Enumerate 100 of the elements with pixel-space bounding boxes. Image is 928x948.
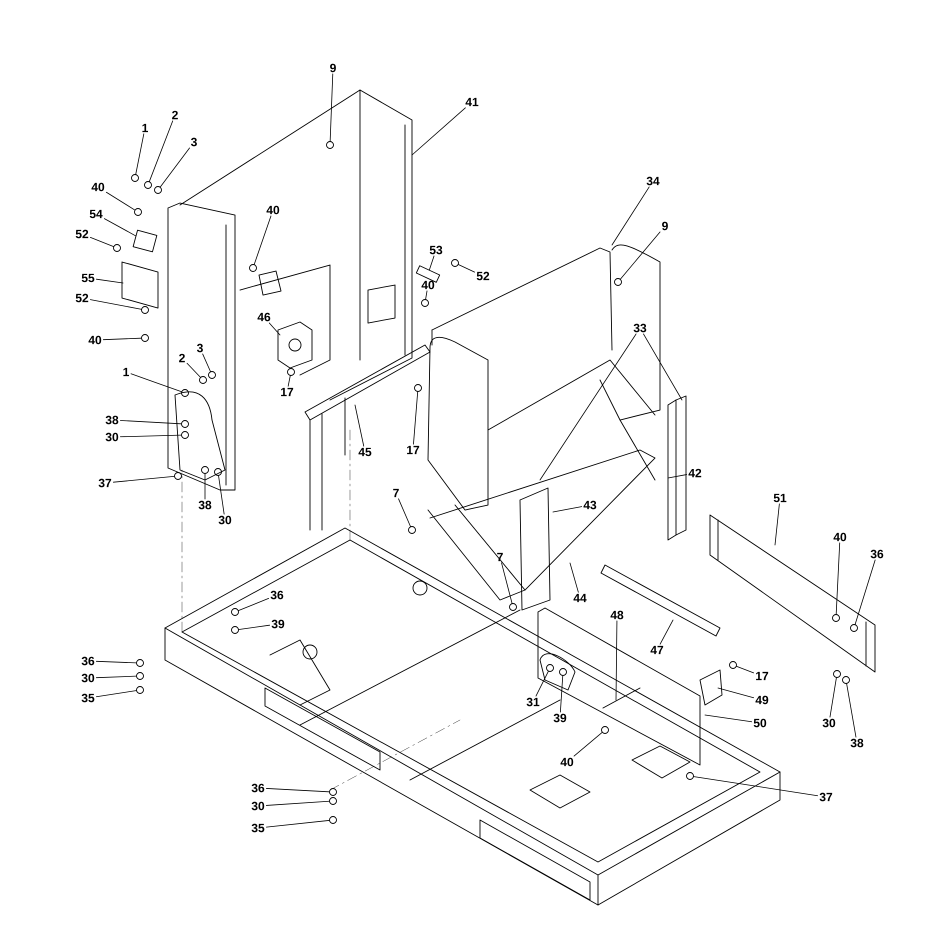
callout-number: 47 bbox=[650, 646, 664, 654]
callout-number: 30 bbox=[218, 516, 232, 524]
callout-number: 35 bbox=[252, 824, 264, 832]
fastener bbox=[136, 659, 144, 667]
leader-line bbox=[288, 375, 291, 387]
leader-line bbox=[102, 338, 142, 340]
callout-number: 31 bbox=[526, 698, 540, 706]
leader-line bbox=[429, 256, 434, 270]
fastener bbox=[451, 259, 459, 267]
fastener bbox=[136, 686, 144, 694]
callout-number: 9 bbox=[662, 222, 668, 230]
callout-number: 40 bbox=[422, 280, 434, 290]
callout-number: 7 bbox=[497, 552, 503, 562]
leader-line bbox=[135, 133, 144, 175]
leader-line bbox=[718, 688, 754, 698]
callout-number: 41 bbox=[466, 98, 478, 106]
fastener bbox=[144, 181, 152, 189]
leader-line bbox=[612, 186, 650, 246]
leader-line bbox=[90, 299, 142, 310]
fastener bbox=[214, 468, 222, 476]
leader-line bbox=[643, 334, 682, 400]
leader-line bbox=[202, 354, 211, 372]
leader-line bbox=[694, 776, 818, 796]
leader-line bbox=[425, 290, 428, 300]
leader-line bbox=[238, 624, 270, 630]
leader-line bbox=[412, 107, 466, 156]
callout-number: 35 bbox=[82, 694, 94, 702]
callout-number: 38 bbox=[198, 500, 212, 510]
fastener bbox=[329, 788, 337, 796]
leader-line bbox=[104, 218, 136, 236]
fastener bbox=[614, 278, 622, 286]
fastener bbox=[559, 668, 567, 676]
fastener bbox=[601, 726, 609, 734]
bracket-plate bbox=[132, 230, 158, 252]
fastener bbox=[326, 141, 334, 149]
leader-line bbox=[266, 800, 330, 806]
fastener bbox=[199, 376, 207, 384]
leader-line bbox=[536, 671, 549, 696]
leader-line bbox=[96, 278, 124, 284]
callout-number: 37 bbox=[820, 792, 832, 802]
leader-line bbox=[90, 236, 114, 247]
fastener bbox=[421, 299, 429, 307]
leader-line bbox=[570, 562, 579, 593]
leader-line bbox=[574, 732, 602, 756]
leader-line bbox=[552, 506, 582, 512]
fastener bbox=[408, 526, 416, 534]
callout-number: 30 bbox=[82, 674, 94, 682]
callout-number: 2 bbox=[179, 354, 185, 362]
leader-line bbox=[836, 542, 840, 614]
leader-line bbox=[854, 560, 876, 625]
callout-number: 1 bbox=[142, 124, 148, 132]
leader-line bbox=[120, 434, 182, 438]
callout-number: 17 bbox=[407, 446, 420, 454]
leader-line bbox=[774, 504, 780, 546]
leader-line bbox=[736, 666, 754, 674]
leader-line bbox=[186, 362, 201, 378]
leader-line bbox=[620, 232, 660, 280]
callout-number: 34 bbox=[646, 176, 660, 186]
callout-number: 37 bbox=[98, 478, 112, 488]
callout-number: 36 bbox=[270, 590, 284, 600]
leader-line bbox=[354, 404, 364, 447]
leader-line bbox=[96, 690, 136, 698]
leader-line bbox=[96, 676, 136, 678]
fastener bbox=[131, 174, 139, 182]
leader-line bbox=[120, 420, 182, 424]
leader-line bbox=[204, 474, 206, 500]
callout-number: 43 bbox=[584, 500, 596, 510]
leader-line bbox=[398, 498, 411, 527]
leader-line bbox=[846, 684, 856, 738]
leader-line bbox=[238, 598, 270, 611]
fastener bbox=[842, 676, 850, 684]
callout-number: 2 bbox=[172, 110, 178, 120]
fastener bbox=[231, 608, 239, 616]
callout-number: 9 bbox=[330, 64, 336, 72]
fastener bbox=[141, 334, 149, 342]
fastener bbox=[850, 624, 858, 632]
leader-line bbox=[413, 392, 418, 445]
fastener bbox=[141, 306, 149, 314]
leader-line bbox=[501, 562, 512, 604]
callout-number: 42 bbox=[688, 468, 702, 478]
leader-line bbox=[149, 120, 174, 182]
leader-line bbox=[330, 74, 334, 142]
fastener bbox=[546, 664, 554, 672]
fastener bbox=[154, 186, 162, 194]
fastener bbox=[231, 626, 239, 634]
leader-line bbox=[112, 476, 174, 483]
callout-number: 30 bbox=[822, 718, 836, 728]
callout-number: 40 bbox=[88, 336, 102, 344]
callout-number: 36 bbox=[870, 550, 884, 558]
leader-line bbox=[130, 373, 182, 392]
leader-line bbox=[266, 820, 330, 828]
leader-line bbox=[830, 678, 837, 718]
fastener bbox=[686, 772, 694, 780]
callout-number: 40 bbox=[834, 532, 846, 542]
leader-line bbox=[616, 620, 618, 700]
callout-number: 36 bbox=[252, 784, 264, 792]
leader-line bbox=[106, 192, 136, 210]
fastener bbox=[729, 661, 737, 669]
fastener bbox=[134, 208, 142, 216]
callout-number: 3 bbox=[190, 138, 197, 146]
